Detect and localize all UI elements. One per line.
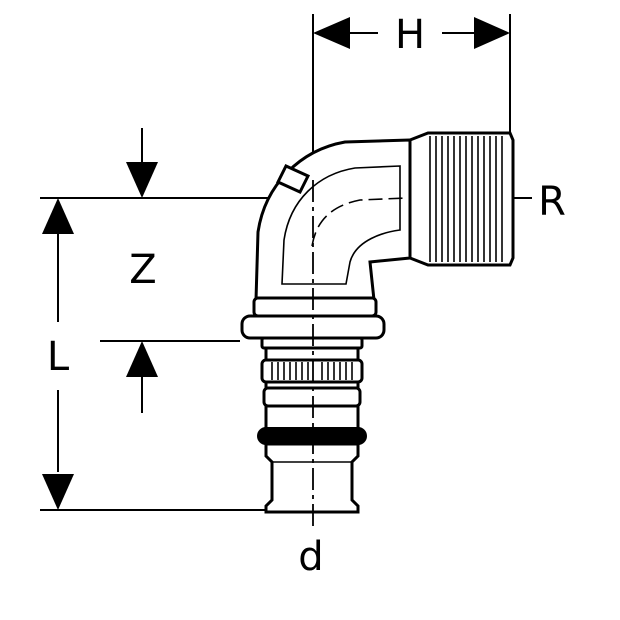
label-d: d — [298, 534, 323, 580]
label-h: H — [395, 12, 425, 58]
dimension-l — [40, 198, 268, 511]
label-z: Z — [129, 247, 156, 293]
elbow-fitting — [240, 131, 515, 514]
dimension-z — [40, 128, 290, 413]
thread-lines — [429, 136, 503, 262]
knurl-lines — [271, 362, 353, 380]
label-l: L — [47, 334, 70, 380]
label-r: R — [538, 179, 566, 225]
